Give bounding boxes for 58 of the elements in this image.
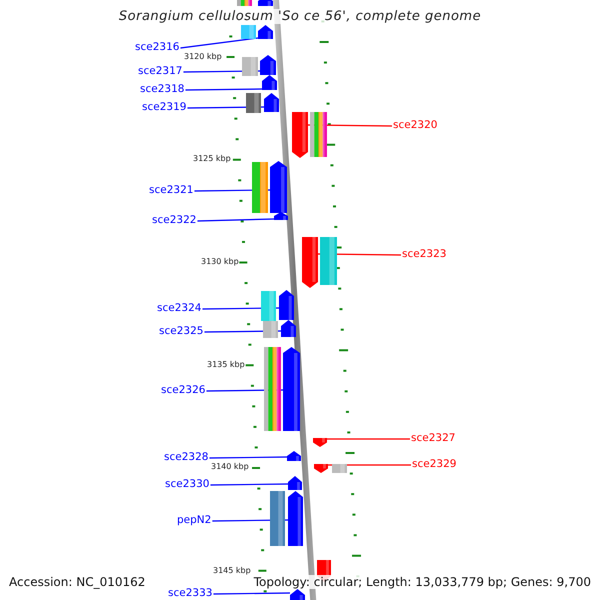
gene-glyph [313, 438, 327, 447]
gene-glyph [288, 476, 302, 490]
gene-glyph [314, 464, 328, 473]
leader-line [308, 124, 392, 127]
leader-line [210, 483, 288, 486]
gene-glyph [283, 347, 300, 431]
leader-line [187, 106, 264, 109]
gene-glyph [302, 237, 318, 288]
leader-line [202, 307, 279, 310]
leader-line [327, 438, 410, 440]
leader-line [194, 189, 270, 192]
gene-glyph [290, 589, 305, 600]
gene-label: sce2330 [165, 478, 210, 490]
gene-label: sce2320 [393, 119, 438, 131]
gene-glyph [279, 290, 294, 320]
gene-label: sce2323 [402, 248, 446, 260]
scale-label: 3135 kbp [207, 360, 245, 370]
leader-line [204, 330, 281, 333]
scale-label: 3140 kbp [211, 462, 249, 472]
gene-label: sce2316 [135, 41, 180, 53]
gene-glyph [287, 451, 301, 461]
scale-label: 3145 kbp [213, 566, 251, 576]
leader-line [185, 88, 262, 91]
title: Sorangium cellulosum 'So ce 56', complete genome [118, 9, 482, 24]
gene-label: sce2329 [412, 458, 456, 470]
scale-label: 3120 kbp [184, 52, 222, 62]
scale-label: 3125 kbp [193, 154, 231, 164]
accession-text: Accession: NC_010162 [9, 575, 146, 589]
leader-line [209, 456, 287, 459]
leader-line [180, 37, 258, 49]
leader-line [212, 519, 288, 522]
gene-label: sce2333 [168, 587, 212, 599]
gene-label: sce2324 [157, 302, 202, 314]
gene-label: sce2327 [411, 432, 456, 444]
gene-glyph [274, 212, 288, 220]
scale-label: 3130 kbp [201, 257, 239, 267]
leader-line [206, 389, 283, 392]
leader-line [213, 592, 290, 595]
gene-label: sce2319 [142, 101, 186, 113]
gene-glyph [281, 320, 296, 337]
leader-line [328, 464, 411, 466]
gene-label: sce2321 [149, 184, 194, 196]
gene-glyph [262, 75, 277, 90]
gene-label: sce2326 [161, 384, 206, 396]
gene-glyph [292, 112, 308, 158]
leader-line [318, 253, 401, 256]
gene-label: sce2325 [159, 325, 204, 337]
gene-glyph [264, 93, 279, 112]
gene-label: pepN2 [177, 514, 212, 526]
gene-glyph [260, 55, 276, 75]
leader-line [183, 70, 260, 73]
gene-label: sce2317 [138, 65, 182, 77]
gene-label: sce2318 [140, 83, 184, 95]
gene-glyph [258, 25, 273, 39]
leader-line [197, 218, 274, 222]
gene-label: sce2328 [164, 451, 208, 463]
gene-label: sce2322 [152, 214, 196, 226]
genome-info-text: Topology: circular; Length: 13,033,779 bp; Genes: 9,700 [254, 575, 591, 589]
